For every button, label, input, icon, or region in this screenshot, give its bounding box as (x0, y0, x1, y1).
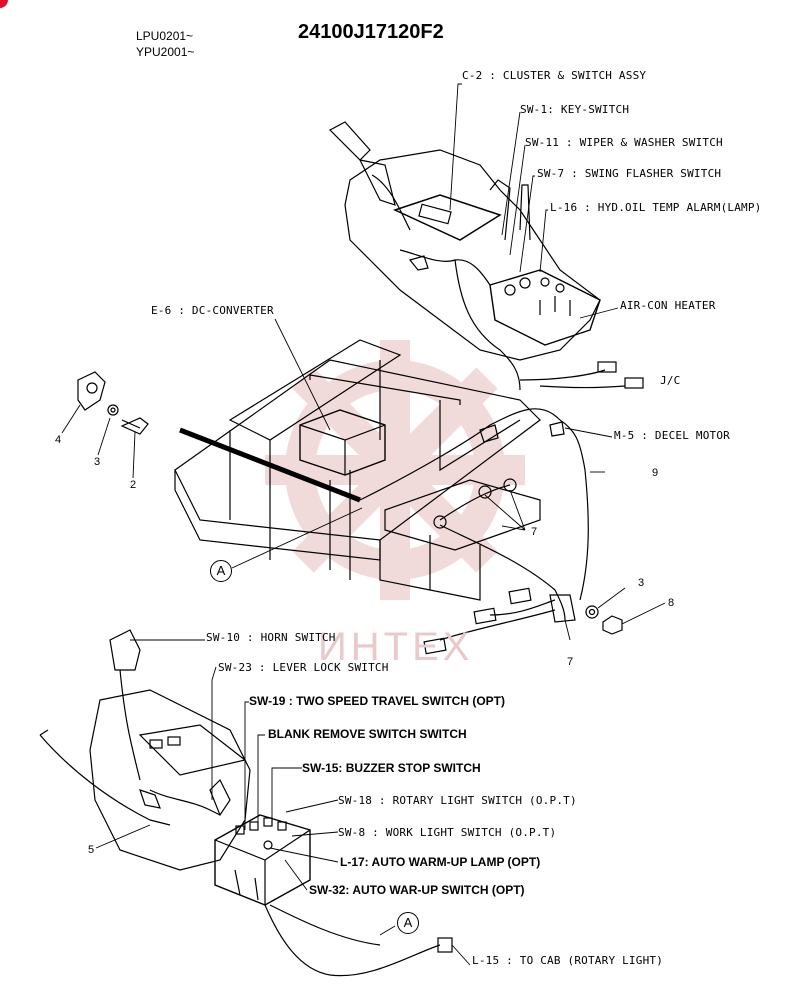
label-e6-dc-converter: E-6 : DC-CONVERTER (151, 304, 274, 317)
serial-range-2: YPU2001~ (136, 45, 195, 59)
label-jc: J/C (660, 374, 681, 387)
label-l16-hyd-oil: L-16 : HYD.OIL TEMP ALARM(LAMP) (550, 201, 762, 214)
watermark-text: ИНТЕХ (318, 625, 474, 669)
label-sw15-buzzer-stop: SW-15: BUZZER STOP SWITCH (302, 761, 481, 775)
callout-7-center: 7 (531, 526, 538, 538)
label-sw10-horn: SW-10 : HORN SWITCH (206, 631, 336, 644)
reference-a-lower: A (397, 912, 419, 934)
label-sw32-auto-warmup-switch: SW-32: AUTO WAR-UP SWITCH (OPT) (309, 883, 525, 897)
callout-7-lower: 7 (567, 656, 574, 668)
label-l17-auto-warmup-lamp: L-17: AUTO WARM-UP LAMP (OPT) (340, 855, 541, 869)
label-m5-decel-motor: M-5 : DECEL MOTOR (614, 429, 730, 442)
callout-5: 5 (88, 844, 95, 856)
label-blank-remove: BLANK REMOVE SWITCH SWITCH (268, 727, 467, 741)
serial-range-1: LPU0201~ (136, 29, 194, 43)
label-c2-cluster: C-2 : CLUSTER & SWITCH ASSY (462, 69, 647, 82)
callout-3-right: 3 (638, 577, 645, 589)
callout-9: 9 (652, 467, 659, 479)
callout-4: 4 (55, 434, 62, 446)
callout-2: 2 (130, 479, 137, 491)
corner-badge (0, 0, 8, 8)
label-sw23-lever-lock: SW-23 : LEVER LOCK SWITCH (218, 661, 389, 674)
label-sw1-key-switch: SW-1: KEY-SWITCH (520, 103, 630, 116)
watermark-gear (265, 340, 525, 600)
label-l15-to-cab: L-15 : TO CAB (ROTARY LIGHT) (472, 954, 664, 967)
label-sw11-wiper: SW-11 : WIPER & WASHER SWITCH (525, 136, 723, 149)
part-number-title: 24100J17120F2 (298, 21, 444, 43)
label-sw8-work-light: SW-8 : WORK LIGHT SWITCH (O.P.T) (338, 826, 557, 839)
callout-3-left: 3 (94, 456, 101, 468)
reference-a-upper: A (210, 560, 232, 582)
label-sw19-two-speed: SW-19 : TWO SPEED TRAVEL SWITCH (OPT) (249, 694, 505, 708)
callout-8: 8 (668, 597, 675, 609)
label-sw18-rotary-light: SW-18 : ROTARY LIGHT SWITCH (O.P.T) (338, 794, 577, 807)
label-sw7-swing-flasher: SW-7 : SWING FLASHER SWITCH (537, 167, 722, 180)
label-aircon-heater: AIR-CON HEATER (620, 299, 716, 312)
